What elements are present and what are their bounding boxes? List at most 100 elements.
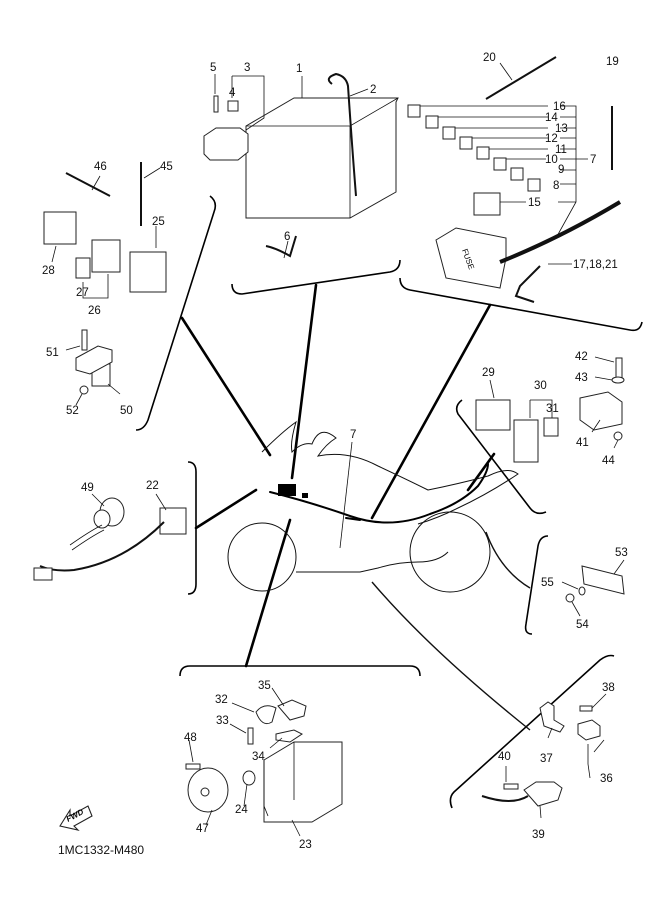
- bracket-ecu: [179, 665, 421, 677]
- label-36: 36: [600, 773, 613, 785]
- leader-relay-switch: [466, 452, 496, 492]
- leader-23: [291, 819, 301, 837]
- leader-36: [593, 739, 605, 753]
- leader-38: [591, 693, 607, 709]
- label-39: 39: [532, 829, 545, 841]
- leader-48: [188, 739, 194, 763]
- label-50: 50: [120, 405, 133, 417]
- bracket-reflector: [524, 535, 549, 635]
- clamp-17-18-21: [514, 265, 541, 303]
- label-28: 28: [42, 265, 55, 277]
- ecu-connector: [263, 742, 295, 817]
- relay-27: [75, 257, 91, 279]
- leader-switch: [371, 581, 531, 731]
- label-9: 9: [558, 164, 564, 176]
- label-14: 14: [545, 112, 558, 124]
- label-7-center: 7: [350, 429, 356, 441]
- leader-49: [91, 493, 105, 507]
- label-37: 37: [540, 753, 553, 765]
- leader-24: [243, 783, 248, 807]
- switch-36: [577, 719, 601, 741]
- bracket-switch: [449, 654, 615, 809]
- leader-53: [613, 559, 625, 575]
- label-41: 41: [576, 437, 589, 449]
- relay-31: [543, 417, 559, 437]
- battery-group: 1 2 3 4 5 6: [203, 62, 399, 259]
- label-46: 46: [94, 161, 107, 173]
- bolt-40: [503, 783, 519, 790]
- label-40: 40: [498, 751, 511, 763]
- leader-45: [143, 167, 161, 179]
- connector-group: 49 22: [33, 480, 187, 581]
- switch-spring: [587, 744, 591, 779]
- battery: [245, 97, 399, 219]
- leader-51: [65, 345, 81, 351]
- label-45: 45: [160, 161, 173, 173]
- label-42: 42: [575, 351, 588, 363]
- leader-fuse-bracket: [555, 105, 588, 239]
- relay-29: [475, 399, 511, 431]
- motorcycle-outline: [227, 420, 519, 593]
- bracket-relay-switch: [455, 399, 547, 515]
- fuse-harness: [499, 200, 622, 264]
- relay-28: [43, 211, 77, 245]
- plate-34: [275, 729, 303, 743]
- label-8: 8: [553, 180, 559, 192]
- frame-outline: [296, 551, 449, 573]
- switch-41: [579, 391, 623, 431]
- fuse-14: [425, 115, 439, 129]
- leader-fuse: [370, 303, 492, 520]
- leader-43: [594, 376, 613, 381]
- label-23: 23: [299, 839, 312, 851]
- label-3: 3: [244, 62, 250, 74]
- ground-lead: [265, 235, 297, 258]
- switch-sensor-group: 38 37 36 40 39: [481, 682, 615, 841]
- label-5: 5: [210, 62, 216, 74]
- label-12: 12: [545, 133, 558, 145]
- battery-lead: [327, 72, 357, 197]
- label-32: 32: [215, 694, 228, 706]
- leader-30-31: [529, 399, 553, 418]
- cable-tie-20: [485, 56, 557, 100]
- label-35: 35: [258, 680, 271, 692]
- bracket-battery: [231, 259, 401, 295]
- label-24: 24: [235, 804, 248, 816]
- leader-connector: [194, 488, 258, 530]
- relay-bolt: [213, 95, 219, 113]
- label-44: 44: [602, 455, 615, 467]
- leader-6: [283, 240, 289, 259]
- label-17-18-21: 17,18,21: [573, 259, 618, 271]
- leader-42: [594, 356, 615, 363]
- leader-relay-unit: [180, 316, 272, 457]
- connector-plug: [33, 567, 53, 581]
- fuse-group: FUSE 16 14 13 12 11 10 9 8 7 15 17,18,21…: [407, 52, 622, 303]
- label-7: 7: [590, 154, 596, 166]
- label-33: 33: [216, 715, 229, 727]
- leader-29: [489, 379, 495, 399]
- bracket-35: [277, 699, 307, 721]
- ecu-23: [263, 741, 343, 823]
- label-2: 2: [370, 84, 376, 96]
- label-22: 22: [146, 480, 159, 492]
- fuse-10: [493, 157, 507, 171]
- fuse-8: [527, 178, 541, 192]
- horn-47-center: [200, 787, 210, 797]
- fuse-clip-15: [473, 192, 501, 216]
- main-harness: [269, 463, 489, 524]
- damper-24: [242, 770, 256, 786]
- fairing-outline: [261, 420, 519, 525]
- leader-3: [231, 75, 265, 131]
- fuse-row: [407, 104, 541, 192]
- leader-39: [539, 805, 542, 819]
- label-13: 13: [555, 123, 568, 135]
- harness-clip-a: [302, 493, 308, 498]
- relay-fuse: [227, 100, 239, 112]
- leader-34: [269, 737, 283, 749]
- leader-46: [91, 175, 101, 191]
- leader-33: [229, 723, 247, 734]
- screw-51: [81, 329, 88, 351]
- label-6: 6: [284, 231, 290, 243]
- label-20: 20: [483, 52, 496, 64]
- group-brackets: [135, 195, 643, 809]
